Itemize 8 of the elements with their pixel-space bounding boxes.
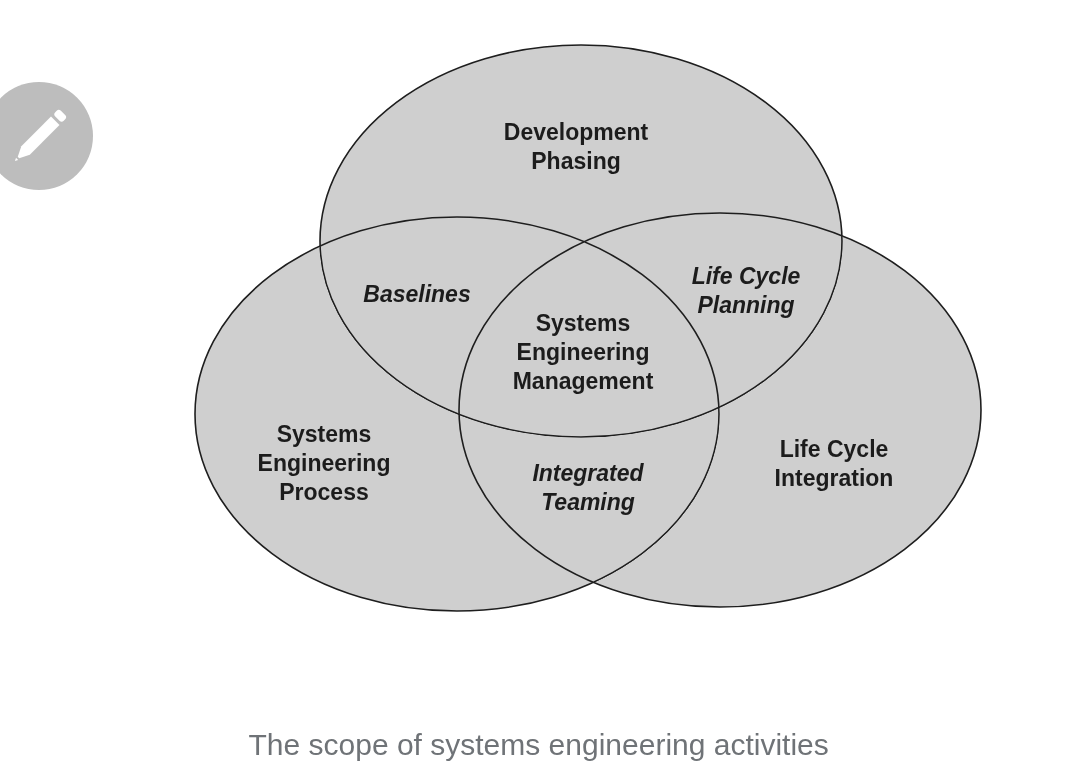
overlap-label: Life Cycle Planning bbox=[690, 262, 802, 320]
overlap-label: Integrated Teaming bbox=[531, 459, 645, 517]
ellipse-label: Systems Engineering Process bbox=[256, 419, 392, 507]
ellipse-label: Life Cycle Integration bbox=[773, 435, 895, 493]
ellipse-label: Development Phasing bbox=[502, 118, 650, 176]
caption: The scope of systems engineering activities bbox=[248, 727, 830, 763]
overlap-label: Systems Engineering Management bbox=[511, 308, 655, 396]
overlap-label: Baselines bbox=[362, 279, 472, 309]
